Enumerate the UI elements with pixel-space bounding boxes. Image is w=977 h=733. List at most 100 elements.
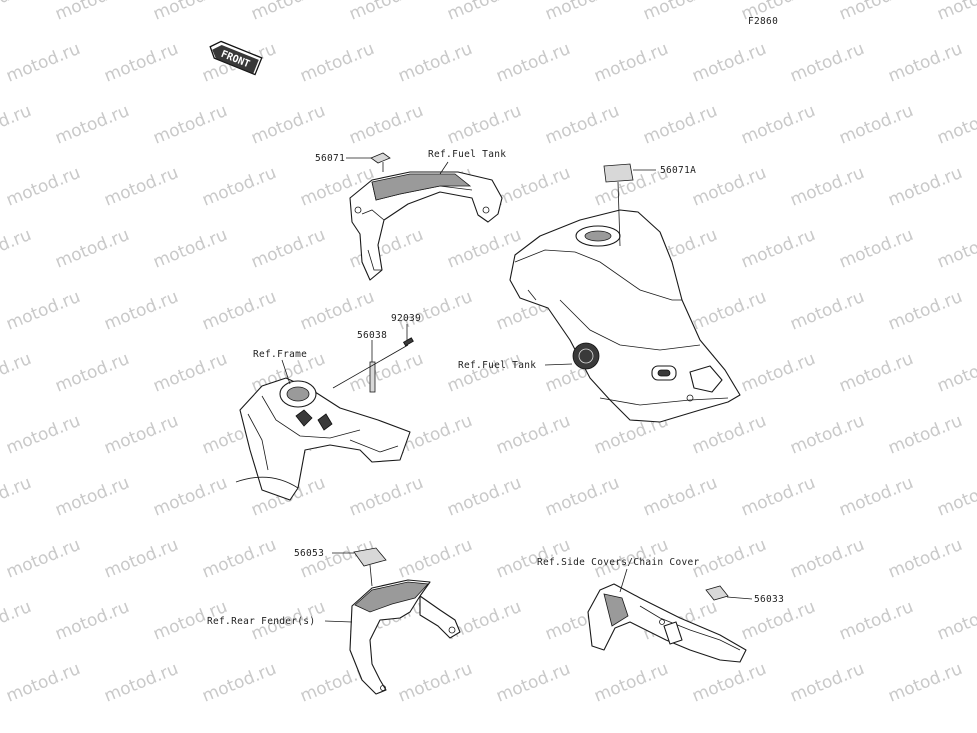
watermark-text: motod.ru	[199, 659, 279, 707]
watermark-text: motod.ru	[885, 659, 965, 707]
watermark-text: motod.ru	[444, 349, 524, 397]
watermark-text: motod.ru	[885, 411, 965, 459]
watermark-text: motod.ru	[248, 0, 328, 25]
watermark-text: motod.ru	[689, 163, 769, 211]
watermark-text: motod.ru	[640, 473, 720, 521]
label-92039: 92039	[391, 313, 421, 324]
watermark-text: motod.ru	[101, 535, 181, 583]
watermark-text: motod.ru	[150, 225, 230, 273]
watermark-text: motod.ru	[52, 0, 132, 25]
watermark-text: motod.ru	[395, 535, 475, 583]
label-ref-fuel-tank-side: Ref.Fuel Tank	[458, 360, 536, 371]
watermark-text: motod.ru	[248, 225, 328, 273]
watermark-text: motod.ru	[395, 659, 475, 707]
watermark-text: motod.ru	[444, 597, 524, 645]
clip-92039	[402, 337, 414, 347]
watermark-text: motod.ru	[787, 39, 867, 87]
watermark-text: motod.ru	[738, 349, 818, 397]
watermark-text: motod.ru	[689, 39, 769, 87]
chain-cover-part	[587, 583, 747, 663]
watermark-text: motod.ru	[3, 287, 83, 335]
watermark-text: motod.ru	[934, 597, 977, 645]
decal-56053	[353, 547, 387, 567]
watermark-text: motod.ru	[199, 535, 279, 583]
watermark-text: motod.ru	[689, 535, 769, 583]
watermark-text: motod.ru	[493, 411, 573, 459]
watermark-text: motod.ru	[0, 597, 34, 645]
watermark-text: motod.ru	[836, 225, 916, 273]
watermark-text: motod.ru	[3, 411, 83, 459]
watermark-text: motod.ru	[52, 101, 132, 149]
watermark-text: motod.ru	[3, 163, 83, 211]
watermark-text: motod.ru	[297, 287, 377, 335]
watermark-layer: motod.ru motod.ru motod.ru motod.ru motod.ru…	[0, 0, 977, 707]
watermark-text: motod.ru	[591, 39, 671, 87]
watermark-text: motod.ru	[101, 39, 181, 87]
watermark-text: motod.ru	[738, 225, 818, 273]
watermark-text: motod.ru	[836, 597, 916, 645]
watermark-text: motod.ru	[444, 0, 524, 25]
fuel-tank-part	[509, 209, 741, 423]
watermark-text: motod.ru	[591, 659, 671, 707]
watermark-text: motod.ru	[787, 411, 867, 459]
watermark-text: motod.ru	[542, 0, 622, 25]
watermark-text: motod.ru	[493, 659, 573, 707]
watermark-text: motod.ru	[689, 659, 769, 707]
watermark-text: motod.ru	[934, 225, 977, 273]
watermark-text: motod.ru	[346, 473, 426, 521]
watermark-text: motod.ru	[787, 163, 867, 211]
figure-code: F2860	[748, 16, 778, 27]
watermark-text: motod.ru	[346, 349, 426, 397]
watermark-text: motod.ru	[836, 101, 916, 149]
label-ref-side-covers: Ref.Side Covers/Chain Cover	[537, 557, 700, 568]
watermark-text: motod.ru	[0, 473, 34, 521]
watermark-text: motod.ru	[836, 0, 916, 25]
watermark-text: motod.ru	[297, 39, 377, 87]
watermark-text: motod.ru	[689, 411, 769, 459]
watermark-text: motod.ru	[150, 0, 230, 25]
label-56033: 56033	[754, 594, 784, 605]
watermark-text: motod.ru	[640, 0, 720, 25]
label-ref-frame: Ref.Frame	[253, 349, 307, 360]
watermark-text: motod.ru	[689, 287, 769, 335]
watermark-text: motod.ru	[3, 535, 83, 583]
watermark-text: motod.ru	[787, 287, 867, 335]
fuel-tank-bracket-part	[349, 171, 503, 281]
label-ref-rear-fenders: Ref.Rear Fender(s)	[207, 616, 315, 627]
watermark-text: motod.ru	[444, 101, 524, 149]
watermark-text: motod.ru	[0, 0, 34, 25]
watermark-text: motod.ru	[150, 349, 230, 397]
decal-56071	[370, 152, 391, 164]
watermark-text: motod.ru	[346, 101, 426, 149]
label-56071: 56071	[315, 153, 345, 164]
watermark-text: motod.ru	[885, 39, 965, 87]
watermark-text: motod.ru	[836, 473, 916, 521]
watermark-text: motod.ru	[444, 225, 524, 273]
watermark-text: motod.ru	[150, 101, 230, 149]
watermark-text: motod.ru	[493, 39, 573, 87]
watermark-text: motod.ru	[640, 101, 720, 149]
watermark-text: motod.ru	[0, 225, 34, 273]
watermark-text: motod.ru	[0, 349, 34, 397]
decal-56071A	[603, 163, 634, 183]
rear-fender-part	[349, 579, 461, 695]
watermark-text: motod.ru	[934, 0, 977, 25]
watermark-text: motod.ru	[199, 163, 279, 211]
watermark-text: motod.ru	[738, 101, 818, 149]
watermark-text: motod.ru	[0, 101, 34, 149]
watermark-text: motod.ru	[444, 473, 524, 521]
watermark-text: motod.ru	[52, 349, 132, 397]
watermark-text: motod.ru	[885, 535, 965, 583]
watermark-text: motod.ru	[787, 659, 867, 707]
watermark-text: motod.ru	[101, 411, 181, 459]
watermark-text: motod.ru	[150, 473, 230, 521]
label-ref-fuel-tank-top: Ref.Fuel Tank	[428, 149, 506, 160]
watermark-text: motod.ru	[52, 473, 132, 521]
watermark-text: motod.ru	[885, 163, 965, 211]
watermark-text: motod.ru	[493, 163, 573, 211]
watermark-text: motod.ru	[787, 535, 867, 583]
watermark-text: motod.ru	[3, 39, 83, 87]
watermark-text: motod.ru	[934, 101, 977, 149]
watermark-text: motod.ru	[3, 659, 83, 707]
